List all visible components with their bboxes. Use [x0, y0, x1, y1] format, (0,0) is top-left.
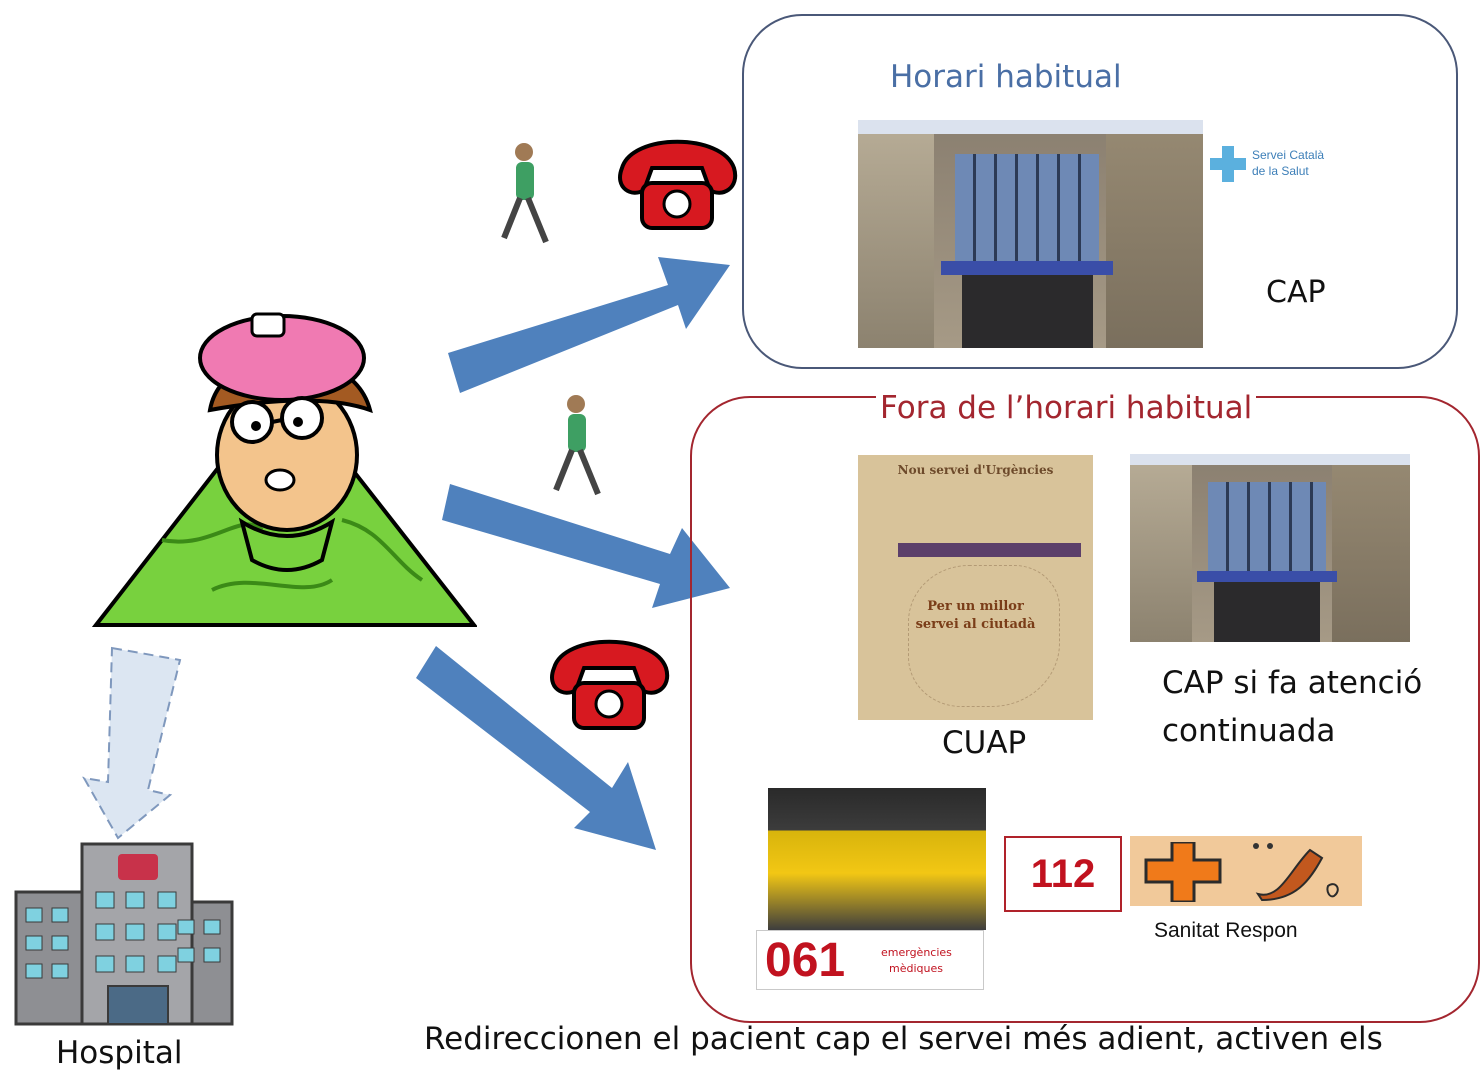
catsalut-logo-text-2: de la Salut [1252, 164, 1309, 178]
arrow-to-after-hours [442, 484, 730, 608]
cap-continuous-label-line2: continuada [1162, 713, 1336, 749]
badge-112-number: 112 [1030, 851, 1096, 896]
badge-061: 061 emergències mèdiques [756, 930, 984, 990]
walking-person-icon [501, 143, 549, 244]
hospital-label: Hospital [56, 1035, 183, 1071]
regular-hours-panel [742, 14, 1458, 369]
cap-building-photo [858, 120, 1203, 348]
dashed-arrow-to-hospital [82, 646, 182, 840]
sick-person-illustration [92, 312, 477, 627]
sanitat-respon-label: Sanitat Respon [1154, 919, 1298, 942]
badge-112: 112 [1004, 836, 1122, 912]
medical-cross-icon [1144, 842, 1222, 902]
cap-continuous-label-line1: CAP si fa atenció [1162, 665, 1423, 701]
hospital-building-illustration [14, 842, 234, 1026]
cap-label: CAP [1266, 275, 1326, 310]
walking-person-icon [553, 395, 601, 496]
catsalut-cross-icon [1210, 146, 1246, 182]
badge-061-subtitle-2: mèdiques [889, 962, 943, 975]
ambulance-photo [768, 788, 986, 930]
after-hours-title: Fora de l’horari habitual [876, 393, 1257, 424]
telephone-icon [550, 639, 670, 730]
regular-hours-title: Horari habitual [890, 59, 1122, 95]
badge-061-number: 061 [765, 934, 846, 987]
catsalut-logo-text-1: Servei Català [1252, 148, 1325, 162]
cuap-poster: Nou servei d'Urgències Per un millor ser… [858, 455, 1093, 720]
sanitat-respon-logo [1130, 836, 1362, 906]
phone-handset-icon [1253, 843, 1339, 902]
cuap-label: CUAP [942, 725, 1027, 761]
poster-title: Nou servei d'Urgències [897, 463, 1054, 477]
badge-061-subtitle-1: emergències [881, 946, 952, 959]
cap-continuous-photo [1130, 454, 1410, 642]
redirect-note: Redireccionen el pacient cap el servei m… [424, 1021, 1383, 1057]
poster-headline: Per un millor servei al ciutadà [915, 599, 1036, 632]
telephone-icon [618, 139, 738, 230]
arrow-to-regular-cap [448, 257, 730, 393]
arrow-to-emergency [416, 646, 656, 850]
